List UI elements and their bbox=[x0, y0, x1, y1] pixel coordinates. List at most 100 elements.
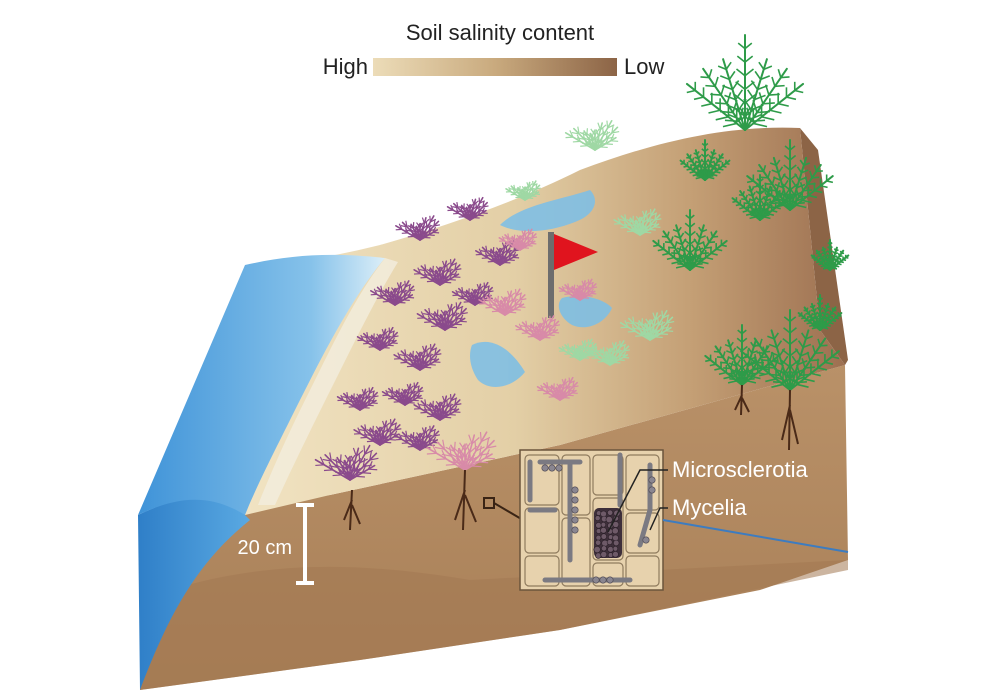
plant-icon bbox=[679, 139, 731, 181]
hypha-bead bbox=[599, 576, 607, 584]
microsclerotium bbox=[593, 545, 601, 554]
plant-icon bbox=[498, 228, 538, 251]
pool-3 bbox=[470, 341, 525, 387]
plant-icon bbox=[536, 376, 579, 401]
plant-icon bbox=[505, 180, 541, 201]
hypha-bead bbox=[606, 576, 614, 584]
microsclerotium bbox=[601, 545, 607, 552]
plant-icon bbox=[478, 288, 527, 316]
pool-2 bbox=[558, 296, 612, 328]
hypha-bead bbox=[571, 516, 579, 524]
root-inset bbox=[483, 449, 849, 591]
cell bbox=[625, 512, 660, 554]
hypha-bead bbox=[648, 486, 656, 494]
plant-icon bbox=[558, 338, 598, 361]
land-right-face bbox=[800, 128, 848, 365]
cell bbox=[625, 555, 660, 587]
plant-icon bbox=[314, 444, 379, 481]
cell bbox=[524, 454, 560, 506]
mycelia-leader bbox=[649, 507, 668, 531]
microsclerotium bbox=[595, 522, 602, 529]
microsclerotium bbox=[595, 552, 602, 559]
cell bbox=[592, 562, 624, 587]
water-surface bbox=[138, 254, 385, 515]
plant-icon bbox=[564, 119, 620, 151]
hypha-bead bbox=[592, 576, 600, 584]
root-2 bbox=[454, 469, 477, 531]
plant-icon bbox=[336, 386, 379, 411]
hypha-bead bbox=[571, 496, 579, 504]
microsclerotium bbox=[612, 546, 619, 552]
plant-icon bbox=[652, 209, 728, 271]
subsoil-deep-layer bbox=[140, 560, 848, 690]
plant-icon bbox=[416, 301, 468, 331]
microsclerotium bbox=[594, 515, 601, 522]
mycelia-label: Mycelia bbox=[672, 495, 747, 520]
plant-icon bbox=[746, 139, 834, 211]
legend-title: Soil salinity content bbox=[406, 20, 594, 45]
plant-icon bbox=[797, 294, 843, 331]
cell bbox=[592, 497, 624, 561]
inset-connector bbox=[493, 502, 524, 521]
hypha-bead bbox=[571, 506, 579, 514]
plant-icon bbox=[515, 315, 561, 341]
hypha-bead bbox=[571, 486, 579, 494]
plant-icon bbox=[613, 208, 662, 236]
flag-pole bbox=[548, 232, 554, 318]
scale-bar-icon bbox=[296, 503, 314, 585]
mycelia-hyphae bbox=[527, 452, 653, 583]
hypha-bead bbox=[648, 476, 656, 484]
plant-icon bbox=[740, 309, 840, 391]
plant-icon bbox=[370, 280, 416, 306]
salinity-legend: Soil salinity content High Low bbox=[323, 20, 665, 79]
plant-icon bbox=[393, 343, 442, 371]
root-3 bbox=[734, 384, 750, 416]
tidal-pools bbox=[470, 190, 612, 387]
microsclerotium bbox=[607, 509, 614, 516]
cell bbox=[625, 454, 660, 511]
microsclerotium bbox=[606, 539, 613, 546]
microsclerotia-leader bbox=[607, 469, 668, 533]
cell bbox=[524, 555, 560, 587]
microsclerotium bbox=[600, 551, 608, 558]
cell bbox=[592, 454, 624, 496]
flag-cloth bbox=[554, 234, 598, 270]
plant-icon bbox=[558, 278, 598, 301]
plant-icon bbox=[356, 326, 399, 351]
hypha-bead bbox=[548, 464, 556, 472]
microsclerotium bbox=[600, 522, 607, 528]
microsclerotium bbox=[613, 539, 620, 547]
microsclerotium bbox=[600, 526, 607, 534]
plant-icon bbox=[413, 258, 462, 286]
plant-icon bbox=[353, 418, 402, 446]
pool-1 bbox=[500, 190, 595, 232]
plant-icon bbox=[451, 281, 494, 306]
plant-icon bbox=[685, 34, 805, 131]
plant-icon bbox=[585, 340, 631, 366]
plant-icon bbox=[426, 431, 497, 471]
microsclerotium bbox=[595, 534, 602, 541]
legend-gradient-bar bbox=[373, 58, 617, 76]
plant-icon bbox=[395, 215, 441, 241]
plant-icon bbox=[446, 196, 489, 221]
plant-icon bbox=[619, 309, 675, 341]
root-1 bbox=[343, 489, 361, 531]
plant-roots bbox=[343, 384, 799, 531]
legend-low-label: Low bbox=[624, 54, 664, 79]
flag-icon bbox=[548, 232, 598, 318]
microsclerotium bbox=[600, 533, 607, 540]
microsclerotium bbox=[612, 550, 619, 558]
plant-icon bbox=[810, 239, 850, 271]
microsclerotium bbox=[607, 546, 614, 553]
scale-bar-label: 20 cm bbox=[238, 537, 292, 559]
inset-frame bbox=[519, 449, 664, 591]
microsclerotia-dots bbox=[541, 464, 656, 584]
inset-right-leader bbox=[662, 519, 849, 553]
hypha-bead bbox=[642, 536, 650, 544]
plant-icon bbox=[381, 381, 424, 406]
plant-icon bbox=[413, 393, 462, 421]
water-front-face bbox=[138, 497, 250, 690]
microsclerotia-label: Microsclerotia bbox=[672, 457, 808, 482]
hypha-bead bbox=[555, 464, 563, 472]
